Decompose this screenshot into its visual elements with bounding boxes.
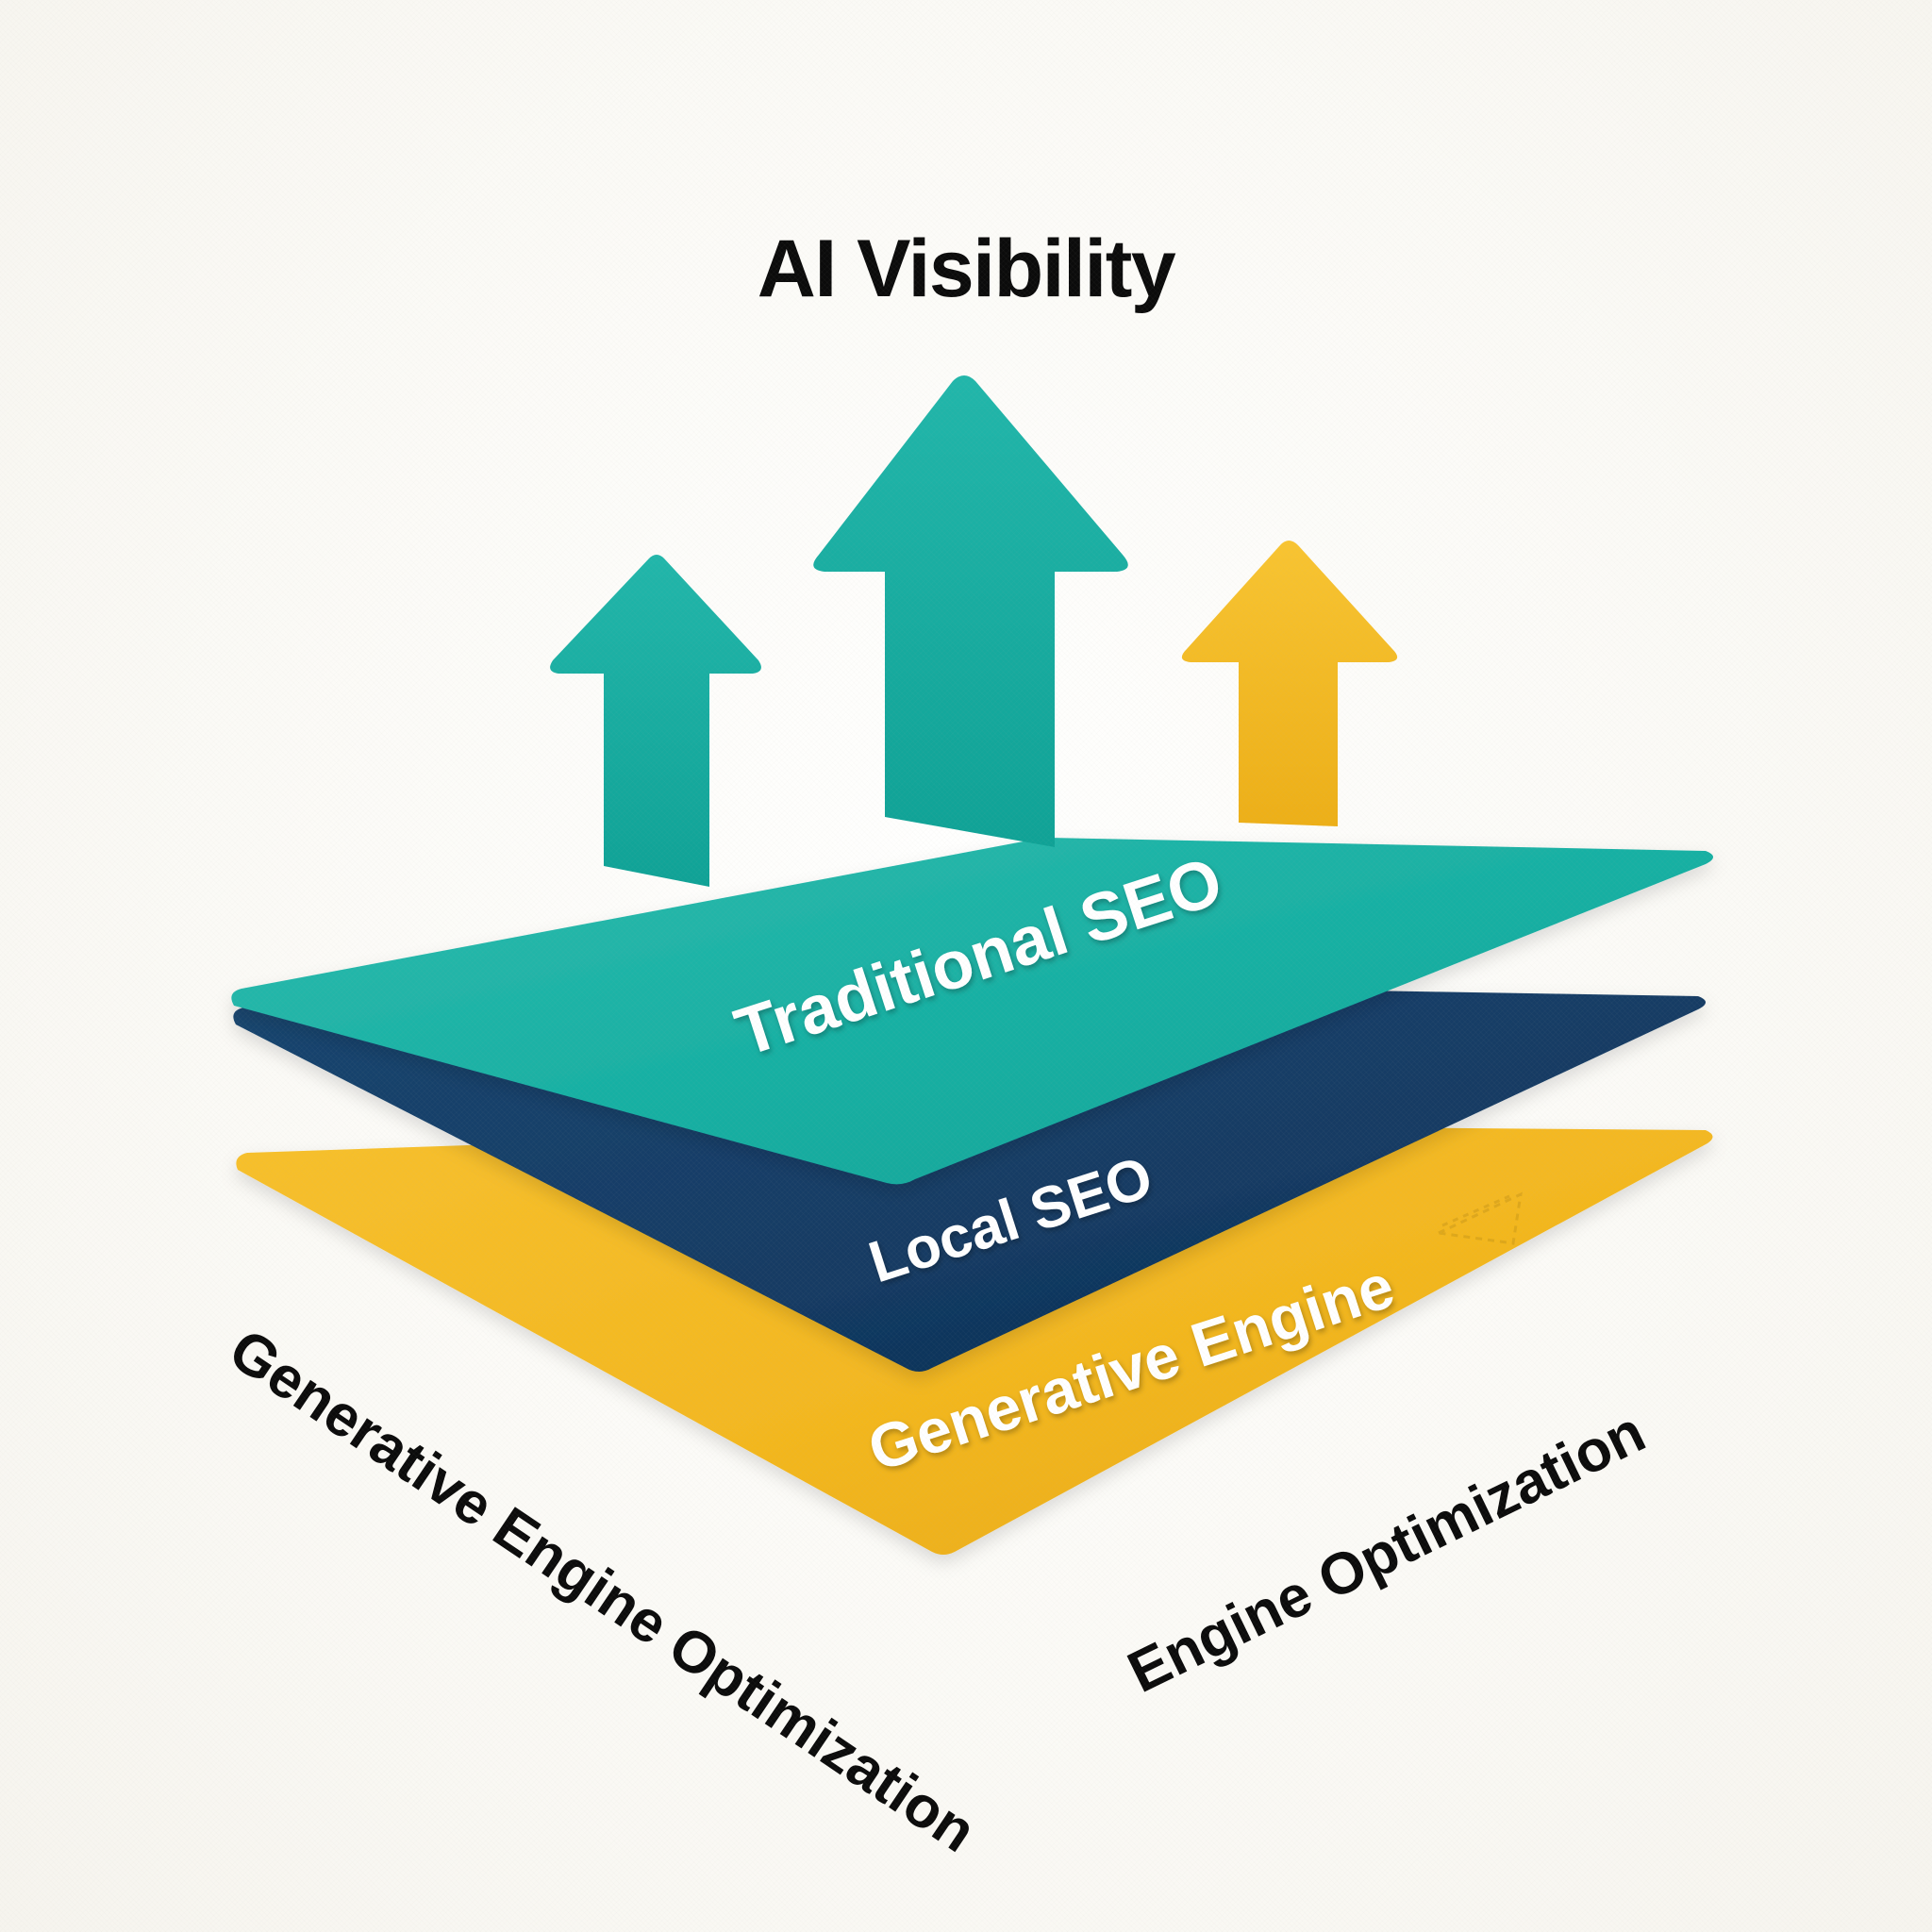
triangle-watermark: [1433, 1191, 1523, 1245]
page-title: AI Visibility: [757, 224, 1176, 314]
layer-traditional-seo[interactable]: [231, 837, 1713, 1185]
arrow-right-medium-icon: [1181, 541, 1398, 826]
arrow-center-large-icon: [813, 375, 1128, 847]
arrow-left-small-icon: [550, 555, 761, 887]
